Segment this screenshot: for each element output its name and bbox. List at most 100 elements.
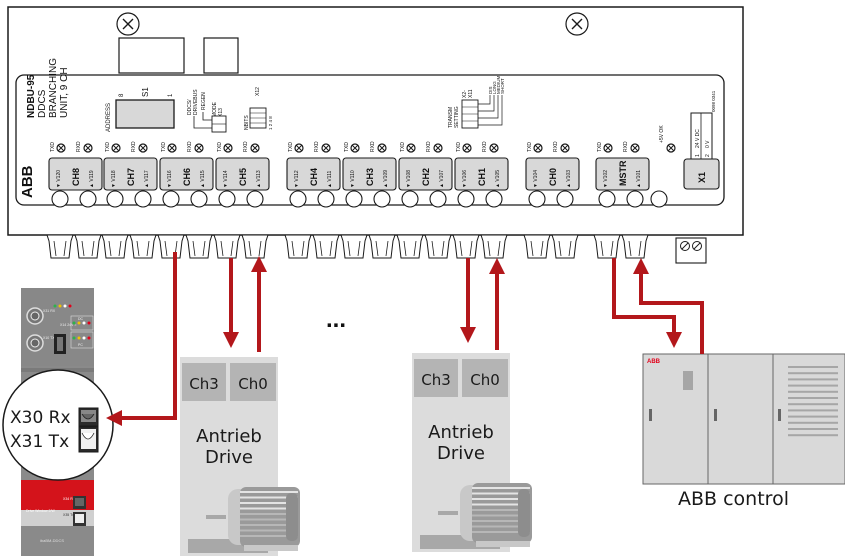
fiber-connector-tx[interactable] (157, 234, 185, 259)
transm-option-medium: MEDIUM (496, 76, 501, 94)
fiber-port-tx[interactable] (401, 190, 419, 208)
vent-slat (788, 384, 838, 387)
txd-led-icon (406, 143, 416, 153)
branching-unit: ABB NDBU-95 DDCS BRANCHING UNIT, 9 CH AD… (7, 6, 744, 264)
channel-name: MSTR (618, 160, 628, 186)
fiber-connector-tx[interactable] (101, 234, 129, 259)
fiber-port-rx[interactable] (429, 190, 447, 208)
fiber-connector-rx[interactable] (74, 234, 102, 259)
fiber-port-tx[interactable] (528, 190, 546, 208)
channel-name: CH3 (365, 168, 375, 186)
fiber-port-rx[interactable] (373, 190, 391, 208)
fiber-port-rx[interactable] (626, 190, 644, 208)
fiber-port-tx[interactable] (289, 190, 307, 208)
signal-controller-to-mstr (633, 258, 704, 354)
fiber-connector-tx[interactable] (396, 234, 424, 259)
fiber-connector-tx[interactable] (452, 234, 480, 259)
txd-led-label: TXD (161, 142, 167, 152)
fiber-connector-tx[interactable] (523, 234, 551, 259)
drive-port-ch3[interactable] (182, 363, 226, 401)
fiber-connector-tx[interactable] (213, 234, 241, 259)
fiber-port-tx[interactable] (457, 190, 475, 208)
fiber-connector-rx[interactable] (480, 234, 508, 259)
fiber-port-tx[interactable] (598, 190, 616, 208)
vent-slat (788, 434, 838, 437)
rxd-led-label: RXD (243, 141, 249, 152)
fiber-port-rx[interactable] (79, 190, 97, 208)
channel-name: CH1 (477, 168, 487, 186)
channel-name: CH0 (548, 168, 558, 186)
fiber-connector-rx[interactable] (621, 234, 649, 259)
txd-led-icon (294, 143, 304, 153)
fiber-connector-rx[interactable] (551, 234, 579, 259)
mode-label-drivebus: DRIVEBUS (193, 89, 199, 115)
vent-slat (788, 366, 838, 368)
transm-option-dis: DIS (488, 86, 493, 94)
cabinet-body (642, 353, 845, 485)
channel-rx-id: ▲ V119 (89, 170, 95, 188)
fiber-port-tx[interactable] (106, 190, 124, 208)
vent-slat (788, 397, 838, 399)
mode-connector-label: MODE (212, 101, 218, 117)
fiber-connector-rx[interactable] (129, 234, 157, 259)
channel-block (215, 157, 270, 191)
channel-rx-id: ▲ V101 (636, 170, 642, 188)
model-text-block: ABB NDBU-95 DDCS BRANCHING UNIT, 9 CH (19, 58, 70, 198)
fiber-connector-tx[interactable] (46, 234, 74, 259)
drive-port-ch0[interactable] (230, 363, 276, 401)
channel-tx-id: ▼ V116 (167, 170, 173, 188)
fiber-connector-tx[interactable] (284, 234, 312, 259)
fiber-connector-rx[interactable] (368, 234, 396, 259)
power-connector-label: X1 (697, 172, 707, 183)
callout-rx-label: X30 Rx (10, 408, 71, 428)
fiber-port-tx[interactable] (345, 190, 363, 208)
fiber-port-rx[interactable] (190, 190, 208, 208)
channel-rx-id: ▲ V111 (327, 171, 333, 188)
channel-tx-id: ▼ V114 (223, 170, 229, 188)
controller-label: ABB control (678, 488, 789, 510)
drive-label-en: Drive (205, 447, 253, 468)
drive-window-label: Drive Window 2/W (26, 509, 55, 513)
rxd-led-label: RXD (76, 141, 82, 152)
channel-name: CH8 (71, 168, 81, 186)
fiber-port-tx[interactable] (51, 190, 69, 208)
channel-name: CH6 (182, 168, 192, 186)
channel-name: CH5 (238, 168, 248, 186)
fiber-port-rx[interactable] (317, 190, 335, 208)
rxd-led-label: RXD (370, 141, 376, 152)
fiber-connector-tx[interactable] (593, 234, 621, 259)
rxd-led-label: RXD (553, 141, 559, 152)
fiber-connector-rx[interactable] (312, 234, 340, 259)
mount-screw-icon-left (116, 12, 140, 36)
abb-logo: ABB (19, 165, 36, 198)
transm-option-long: LONG (492, 81, 497, 94)
fiber-connector-rx[interactable] (241, 234, 269, 259)
fiber-port-tx[interactable] (218, 190, 236, 208)
fiber-connector-rx[interactable] (424, 234, 452, 259)
model-desc-3: UNIT, 9 CH (59, 67, 70, 118)
fiber-port-rx[interactable] (485, 190, 503, 208)
ok-led-label: +5V OK (659, 125, 665, 143)
power-terminal-block (675, 237, 707, 264)
channel-tx-id: ▼ V102 (603, 170, 609, 188)
fiber-port-rx[interactable] (556, 190, 574, 208)
address-switch[interactable] (115, 99, 175, 129)
txd-led-label: TXD (50, 142, 56, 152)
channel-name: CH4 (309, 168, 319, 186)
fiber-port-tx[interactable] (162, 190, 180, 208)
x14-label: X14 24V = (60, 323, 76, 327)
fiber-port-extra[interactable] (650, 190, 668, 208)
ibabm-ddcs-module: X31 RX X10 TX X14 24V = DC PC Drive Wind… (2, 288, 114, 556)
drive-port-ch0-label: Ch0 (470, 371, 500, 389)
fiber-port-rx[interactable] (134, 190, 152, 208)
fiber-connector-tx[interactable] (340, 234, 368, 259)
dc-label: DC (78, 317, 84, 321)
fiber-port-rx[interactable] (246, 190, 264, 208)
drive-port-ch0[interactable] (462, 359, 508, 397)
motor-icon (420, 483, 532, 549)
fiber-connector-rx[interactable] (185, 234, 213, 259)
drive-port-ch3[interactable] (414, 359, 458, 397)
